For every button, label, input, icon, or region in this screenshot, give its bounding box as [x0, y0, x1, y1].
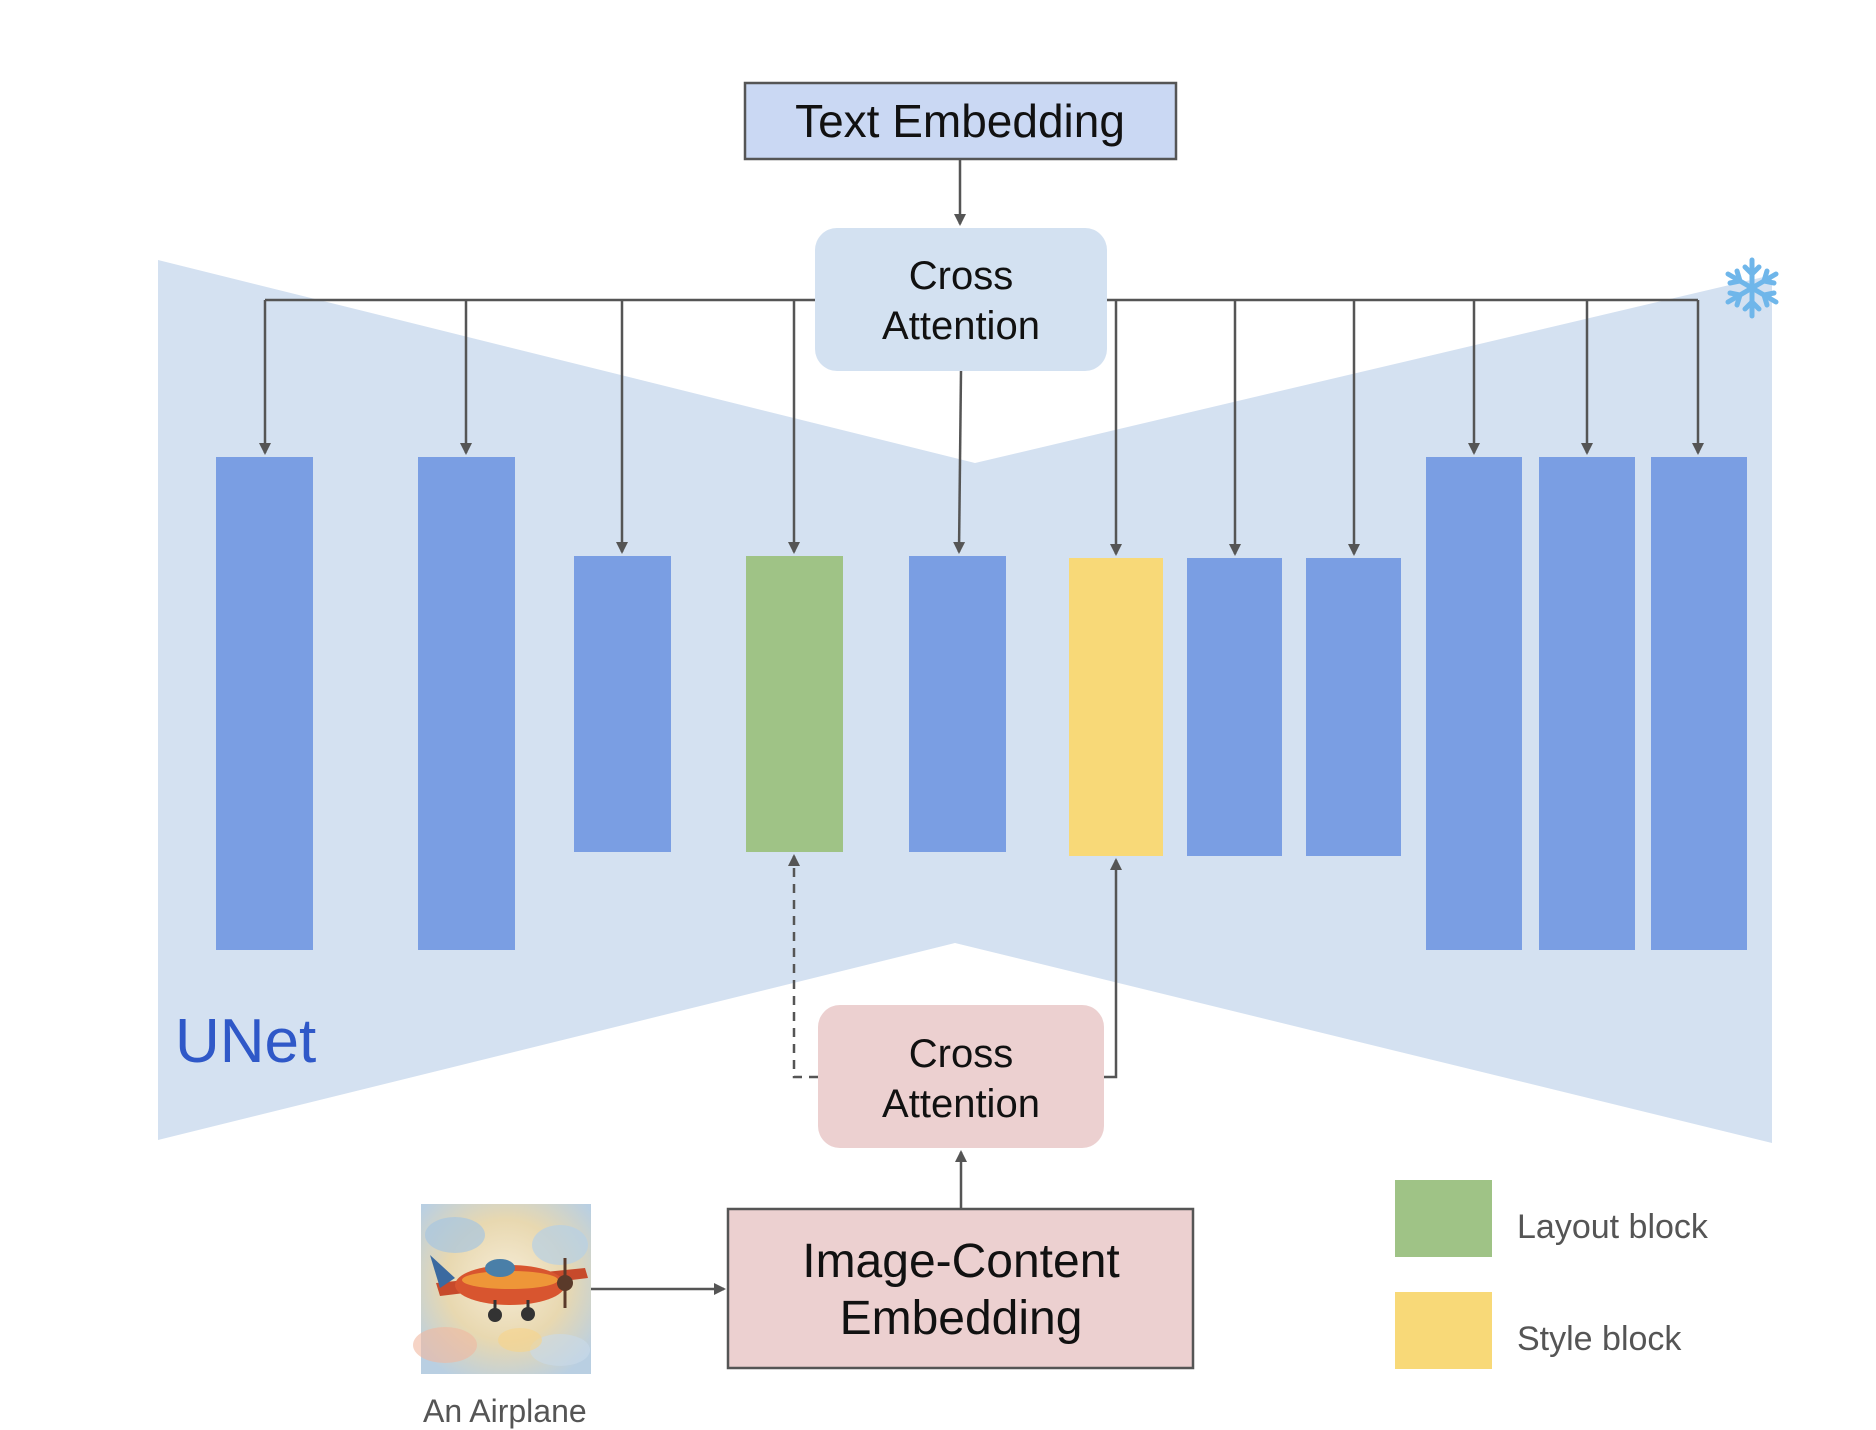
cross-attention-bottom-box	[818, 1005, 1104, 1148]
unet-block-10	[1651, 457, 1747, 950]
image-content-embedding-line1: Image-Content	[802, 1235, 1120, 1288]
arrow-to-layout-block	[788, 854, 818, 1079]
unet-block-3	[574, 556, 671, 852]
unet-block-8	[1426, 457, 1522, 950]
unet-block-1	[216, 457, 313, 950]
unet-block-7	[1306, 558, 1401, 856]
image-content-embedding-line2: Embedding	[840, 1292, 1083, 1345]
unet-label: UNet	[175, 1007, 316, 1076]
legend: Layout block Style block	[1395, 1180, 1709, 1369]
unet-block-6	[1187, 558, 1282, 856]
legend-swatch-style	[1395, 1292, 1492, 1369]
arrow-to-style-block	[1104, 858, 1122, 1079]
text-embedding-box	[743, 81, 1178, 161]
legend-swatch-layout	[1395, 1180, 1492, 1257]
legend-label-style: Style block	[1517, 1320, 1682, 1358]
image-caption: An Airplane	[423, 1393, 587, 1429]
style-block	[1069, 558, 1163, 856]
text-embedding-label: Text Embedding	[795, 95, 1125, 147]
cross-attention-top-line2: Attention	[882, 304, 1040, 348]
layout-block	[746, 556, 843, 852]
snowflake-icon	[1725, 257, 1779, 319]
cross-attention-top-line1: Cross	[909, 254, 1013, 298]
cross-attention-bottom-line1: Cross	[909, 1032, 1013, 1076]
attention-arrows	[259, 300, 1704, 556]
cross-attention-top-box	[815, 228, 1107, 371]
airplane-watercolor-image	[413, 1204, 591, 1374]
cross-attention-bottom-line2: Attention	[882, 1082, 1040, 1126]
legend-label-layout: Layout block	[1517, 1208, 1709, 1246]
image-content-embedding-box	[726, 1207, 1195, 1370]
unet-block-9	[1539, 457, 1635, 950]
unet-block-middle	[909, 556, 1006, 852]
unet-block-2	[418, 457, 515, 950]
